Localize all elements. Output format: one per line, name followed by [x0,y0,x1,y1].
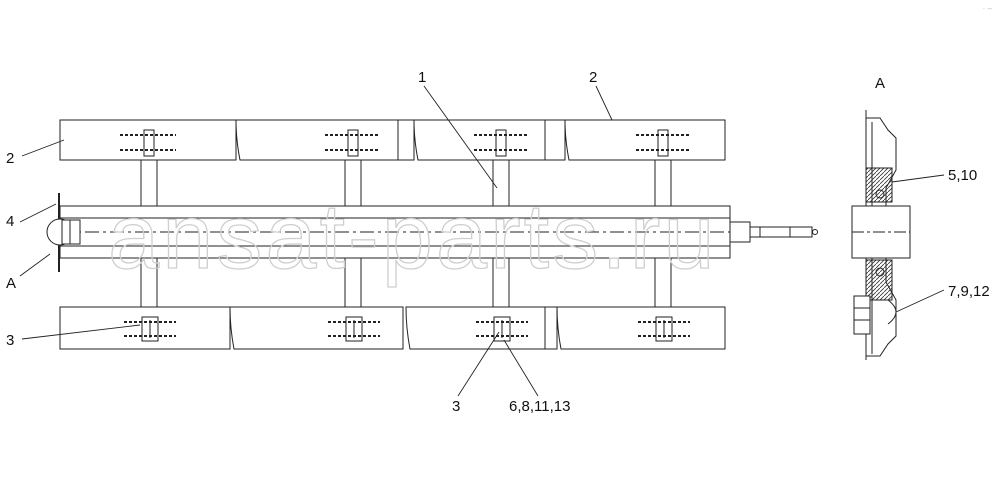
top-fasteners [120,129,690,157]
callout-2-left: 2 [6,150,14,167]
bottom-slat-row [59,306,726,350]
callout-3-bottom: 3 [452,398,460,415]
callout-a-left: A [6,275,16,292]
callout-2-top: 2 [589,69,597,86]
callout-1: 1 [418,69,426,86]
callout-5-10: 5,10 [948,167,977,184]
corner-mark: · – [982,4,992,13]
callout-6-8-11-13: 6,8,11,13 [509,398,570,415]
callout-4: 4 [6,213,14,230]
callout-3-left: 3 [6,332,14,349]
watermark-text: ansat-parts.ru [108,186,718,288]
central-shaft [46,193,818,272]
leader-lines [19,85,945,397]
top-slat-row [59,119,726,161]
callout-7-9-12: 7,9,12 [948,283,990,300]
bottom-fasteners [124,316,690,342]
section-view-a [851,110,911,360]
callout-view-a: A [875,75,885,92]
